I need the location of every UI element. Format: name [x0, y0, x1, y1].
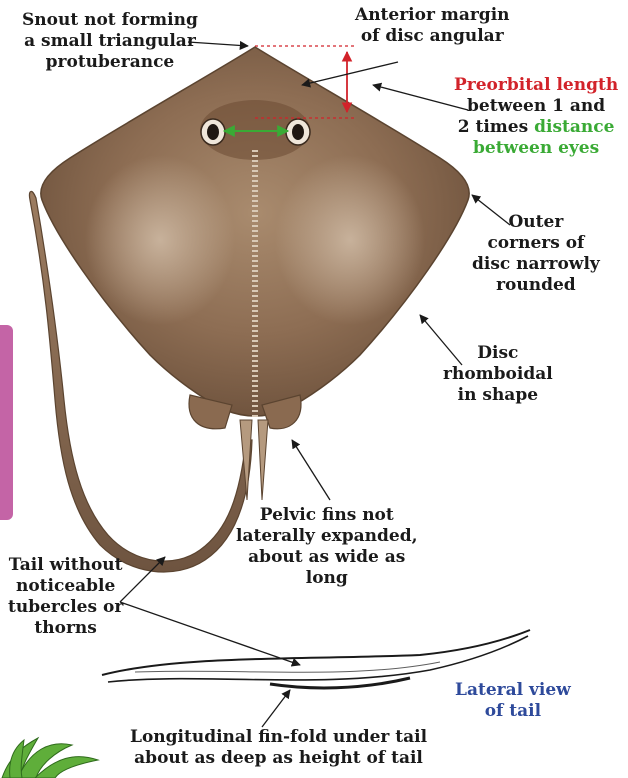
anterior-margin-label: Anterior margin of disc angular — [355, 5, 510, 47]
left-eye — [201, 119, 225, 145]
ray-illustration — [41, 47, 469, 500]
snout-label: Snout not forming a small triangular pro… — [22, 10, 198, 73]
preorbital-title: Preorbital length — [454, 75, 618, 96]
lateral-view-label: Lateral view of tail — [455, 680, 571, 722]
preorbital-label: Preorbital length between 1 and 2 times … — [454, 75, 618, 159]
fin-fold-arrow — [262, 690, 290, 727]
pelvic-fin-arrow — [292, 440, 330, 500]
anterior-margin-arrow — [302, 62, 398, 85]
side-tab — [0, 325, 13, 520]
pelvic-fins-label: Pelvic fins not laterally expanded, abou… — [236, 505, 418, 589]
fin-fold-label: Longitudinal fin-fold under tail about a… — [130, 727, 427, 769]
plant-decoration — [2, 738, 98, 778]
outer-corners-label: Outer corners of disc narrowly rounded — [472, 212, 600, 296]
tail-label: Tail without noticeable tubercles or tho… — [8, 555, 123, 639]
right-eye — [286, 119, 310, 145]
tail-arrow-2 — [120, 602, 300, 665]
disc-shape-label: Disc rhomboidal in shape — [443, 343, 553, 406]
